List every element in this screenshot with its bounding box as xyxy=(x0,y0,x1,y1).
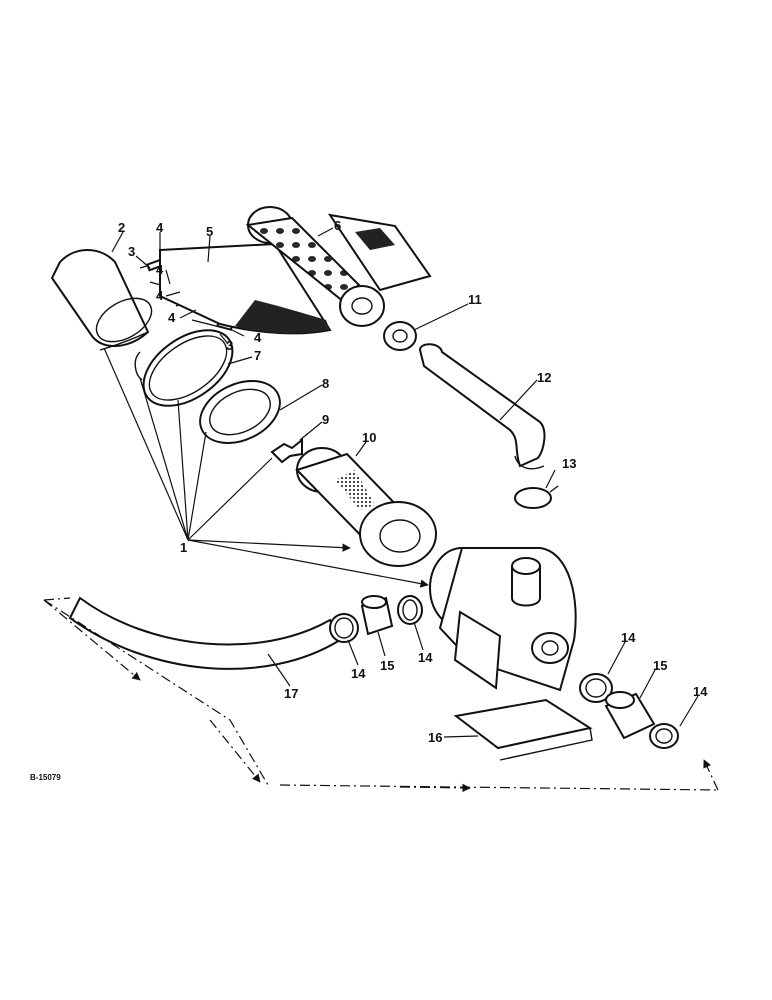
callout-label: 4 xyxy=(156,262,164,277)
hose-part-17 xyxy=(68,596,342,670)
air-cleaner-body xyxy=(429,547,577,692)
routing-lines xyxy=(43,597,719,793)
callout-label: 14 xyxy=(693,684,708,699)
wing-nut-part-9 xyxy=(270,437,303,464)
callout-label: 16 xyxy=(428,730,442,745)
callout-label: 12 xyxy=(537,370,551,385)
callout-label: 4 xyxy=(168,310,176,325)
callout-label: 8 xyxy=(322,376,329,391)
callout-label: 15 xyxy=(380,658,394,673)
filter-element-part-10 xyxy=(295,447,437,567)
callout-label: 14 xyxy=(351,666,366,681)
callout-label: 9 xyxy=(322,412,329,427)
hose-clamp-right-part-14 xyxy=(579,673,613,703)
callout-label: 11 xyxy=(468,292,482,307)
seal-washer-part-11 xyxy=(383,321,417,351)
callout-label: 15 xyxy=(653,658,667,673)
callout-label: 3 xyxy=(226,338,233,353)
callout-label: 4 xyxy=(254,330,262,345)
callout-label: 6 xyxy=(334,218,341,233)
callout-label: 4 xyxy=(156,288,164,303)
hose-clamp-mid-part-14 xyxy=(397,595,423,625)
sleeve-left-part-15 xyxy=(360,595,394,636)
callout-label: 10 xyxy=(362,430,376,445)
hose-clamp-far-right-part-14 xyxy=(649,723,679,749)
bracket-part-16 xyxy=(453,698,593,761)
band-part-7 xyxy=(134,329,234,407)
reference-number: B-15079 xyxy=(30,773,61,782)
wrapper-sheet-part-5 xyxy=(159,242,332,335)
callout-label: 13 xyxy=(562,456,576,471)
perforated-element-part-6 xyxy=(245,206,432,327)
callout-label: 7 xyxy=(254,348,261,363)
callout-1-leaders xyxy=(103,347,429,588)
clamp-part-13 xyxy=(514,485,559,509)
callout-label: 17 xyxy=(284,686,298,701)
elbow-pipe-part-12 xyxy=(418,343,546,470)
sleeve-right-part-15 xyxy=(604,691,656,740)
callout-labels: 1 2 3 3 4 4 4 4 4 5 6 7 8 9 10 11 12 13 … xyxy=(118,218,708,745)
callout-label: 14 xyxy=(418,650,433,665)
leader-lines xyxy=(111,227,699,738)
ring-part-8 xyxy=(199,380,281,444)
callout-label: 5 xyxy=(206,224,213,239)
callout-label: 2 xyxy=(118,220,125,235)
callout-label: 1 xyxy=(180,540,187,555)
hose-clamp-left-part-14 xyxy=(329,613,359,643)
cleaner-cover-part-2 xyxy=(50,249,153,351)
callout-label: 3 xyxy=(128,244,135,259)
callout-label: 4 xyxy=(156,220,164,235)
callout-label: 14 xyxy=(621,630,636,645)
